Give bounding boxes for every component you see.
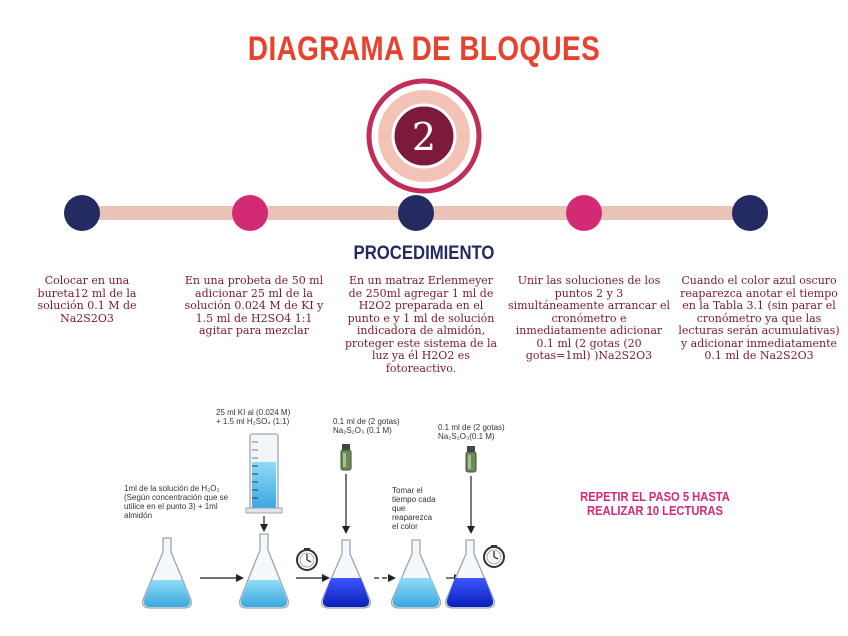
cylinder-label-line: + 1.5 ml H₂SO₄ (1:1) xyxy=(216,417,290,426)
step-1-text: Colocar en una bureta12 ml de la solució… xyxy=(37,274,137,325)
timeline-node-4 xyxy=(566,195,602,231)
dropper-2-label-line: Na₂S₂O₃(0.1 M) xyxy=(438,432,495,441)
h2o2-label-line: utilice en el punto 3) + 1ml xyxy=(124,502,218,511)
dropper-2-label-line: 0.1 ml de (2 gotas) xyxy=(438,423,505,432)
cylinder-label: 25 ml KI al (0.024 M) + 1.5 ml H₂SO₄ (1:… xyxy=(216,408,326,426)
time-label-line: que xyxy=(392,504,406,513)
erlenmeyer-flask-icon xyxy=(142,537,192,609)
arrow-icon xyxy=(200,574,244,582)
dropper-2-label: 0.1 ml de (2 gotas) Na₂S₂O₃(0.1 M) xyxy=(438,423,528,441)
h2o2-label-line: (Según concentración que se xyxy=(124,493,229,502)
erlenmeyer-flask-icon xyxy=(321,539,371,609)
step-3-text: En un matraz Erlenmeyer de 250ml agregar… xyxy=(344,274,498,375)
graduated-cylinder-icon xyxy=(245,433,283,514)
arrow-icon xyxy=(260,516,268,532)
arrow-icon xyxy=(296,574,330,582)
timeline-node-5 xyxy=(732,195,768,231)
erlenmeyer-flask-icon xyxy=(445,539,495,609)
h2o2-label-line: 1ml de la solución de H₂O₂ xyxy=(124,484,220,493)
step-4-text: Unir las soluciones de los puntos 2 y 3 … xyxy=(508,274,670,362)
arrow-icon xyxy=(342,474,350,534)
dropper-icon xyxy=(340,444,352,471)
step-2-text: En una probeta de 50 ml adicionar 25 ml … xyxy=(184,274,324,337)
timeline-node-1 xyxy=(64,195,100,231)
dropper-1-label: 0.1 ml de (2 gotas) Na₂S₂O₃ (0.1 M) xyxy=(333,417,423,435)
erlenmeyer-flask-icon xyxy=(239,533,289,609)
cylinder-label-line: 25 ml KI al (0.024 M) xyxy=(216,408,291,417)
page-title: DIAGRAMA DE BLOQUES xyxy=(247,30,601,68)
section-title: PROCEDIMIENTO xyxy=(353,243,495,264)
repeat-note: REPETIR EL PASO 5 HASTA REALIZAR 10 LECT… xyxy=(580,489,730,518)
time-label-line: Tomar el xyxy=(392,486,423,495)
h2o2-label-line: almidón xyxy=(124,511,153,520)
step-5-text: Cuando el color azul oscuro reaparezca a… xyxy=(678,274,840,362)
time-label-line: reaparezca xyxy=(392,513,433,522)
dropper-icon xyxy=(465,446,477,473)
dropper-1-label-line: 0.1 ml de (2 gotas) xyxy=(333,417,400,426)
badge-number: 2 xyxy=(412,115,436,159)
arrow-icon xyxy=(374,574,396,582)
time-label-line: tiempo cada xyxy=(392,495,436,504)
time-label-line: el color xyxy=(392,522,418,531)
timeline-node-2 xyxy=(232,195,268,231)
arrow-icon xyxy=(467,476,475,534)
timeline-node-3 xyxy=(398,195,434,231)
time-label: Tomar el tiempo cada que reaparezca el c… xyxy=(392,486,452,531)
clock-icon xyxy=(483,545,505,568)
clock-icon xyxy=(296,548,318,571)
erlenmeyer-flask-icon xyxy=(391,539,441,609)
step-number-badge: 2 xyxy=(366,78,482,194)
h2o2-label: 1ml de la solución de H₂O₂ (Según concen… xyxy=(124,484,264,520)
dropper-1-label-line: Na₂S₂O₃ (0.1 M) xyxy=(333,426,392,435)
